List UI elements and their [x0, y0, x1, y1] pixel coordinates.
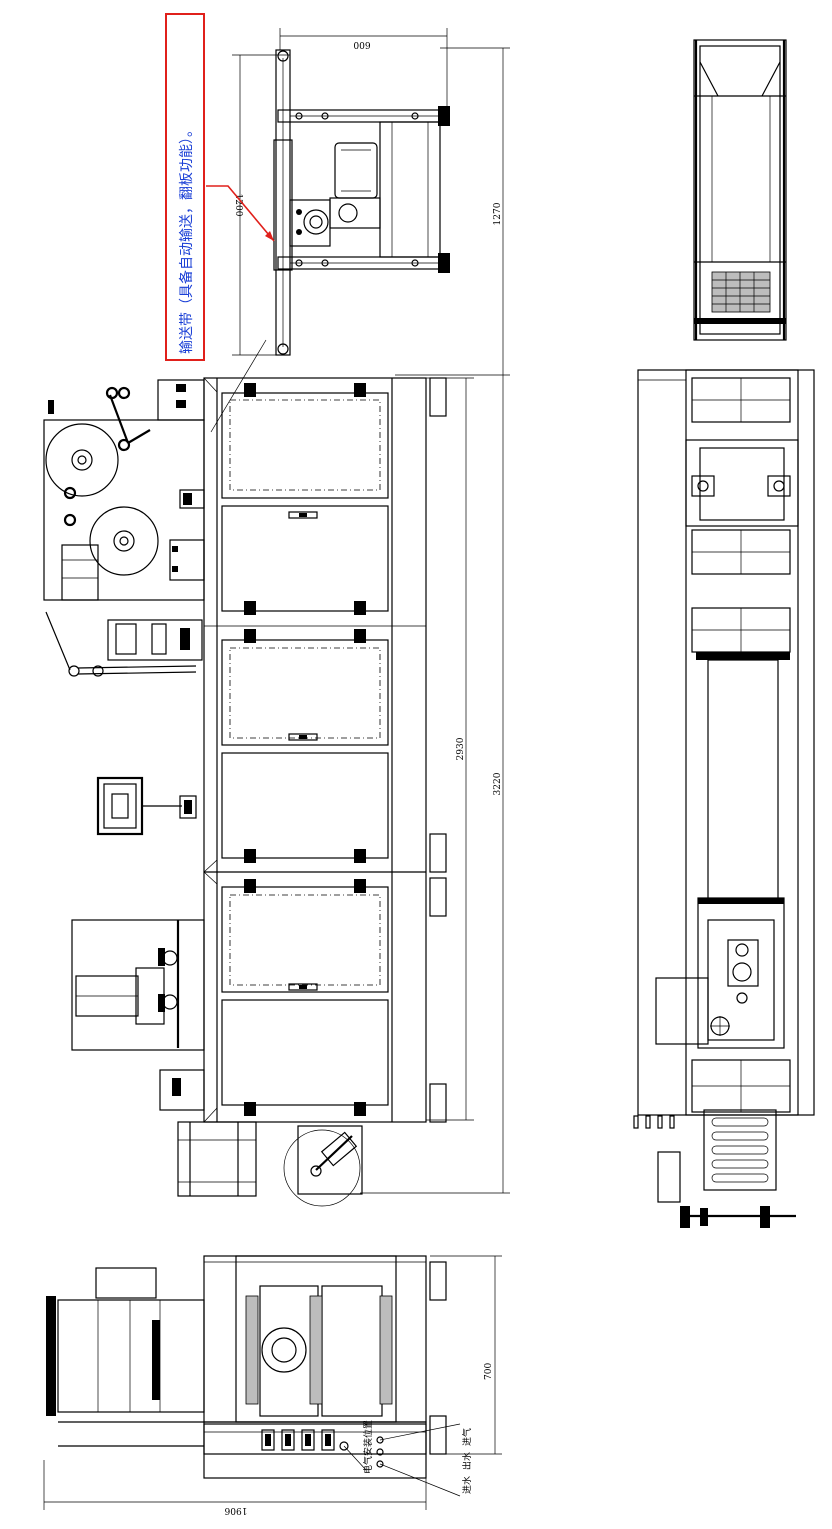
- conveyor-top-view: 600 1200 1270: [232, 28, 510, 375]
- label-water-in: 进水: [461, 1476, 473, 1494]
- label-air-in: 进气: [461, 1428, 473, 1446]
- side-elevation: [633, 369, 815, 1228]
- label-water-out: 出水: [461, 1452, 473, 1470]
- main-plan-view: 2930 3220: [43, 374, 510, 1207]
- label-electrical-position: 电气安装位置: [362, 1420, 374, 1474]
- bottom-side-view: 电气安装位置 进水 出水 进气 700 1906: [43, 1255, 502, 1515]
- dim-main-inner: 2930: [456, 737, 466, 760]
- annotation-text: 输送带（具备自动输送，翻板功能）。: [178, 123, 195, 354]
- dim-top-length: 1200: [233, 194, 243, 217]
- dim-top-overall: 1270: [493, 202, 503, 225]
- end-view: [693, 39, 787, 341]
- dim-side-width: 1906: [224, 1505, 247, 1515]
- dim-main-overall: 3220: [493, 772, 503, 795]
- conveyor-annotation: 输送带（具备自动输送，翻板功能）。: [165, 13, 275, 433]
- dim-top-width: 600: [353, 39, 370, 49]
- dim-side-height: 700: [484, 1363, 494, 1380]
